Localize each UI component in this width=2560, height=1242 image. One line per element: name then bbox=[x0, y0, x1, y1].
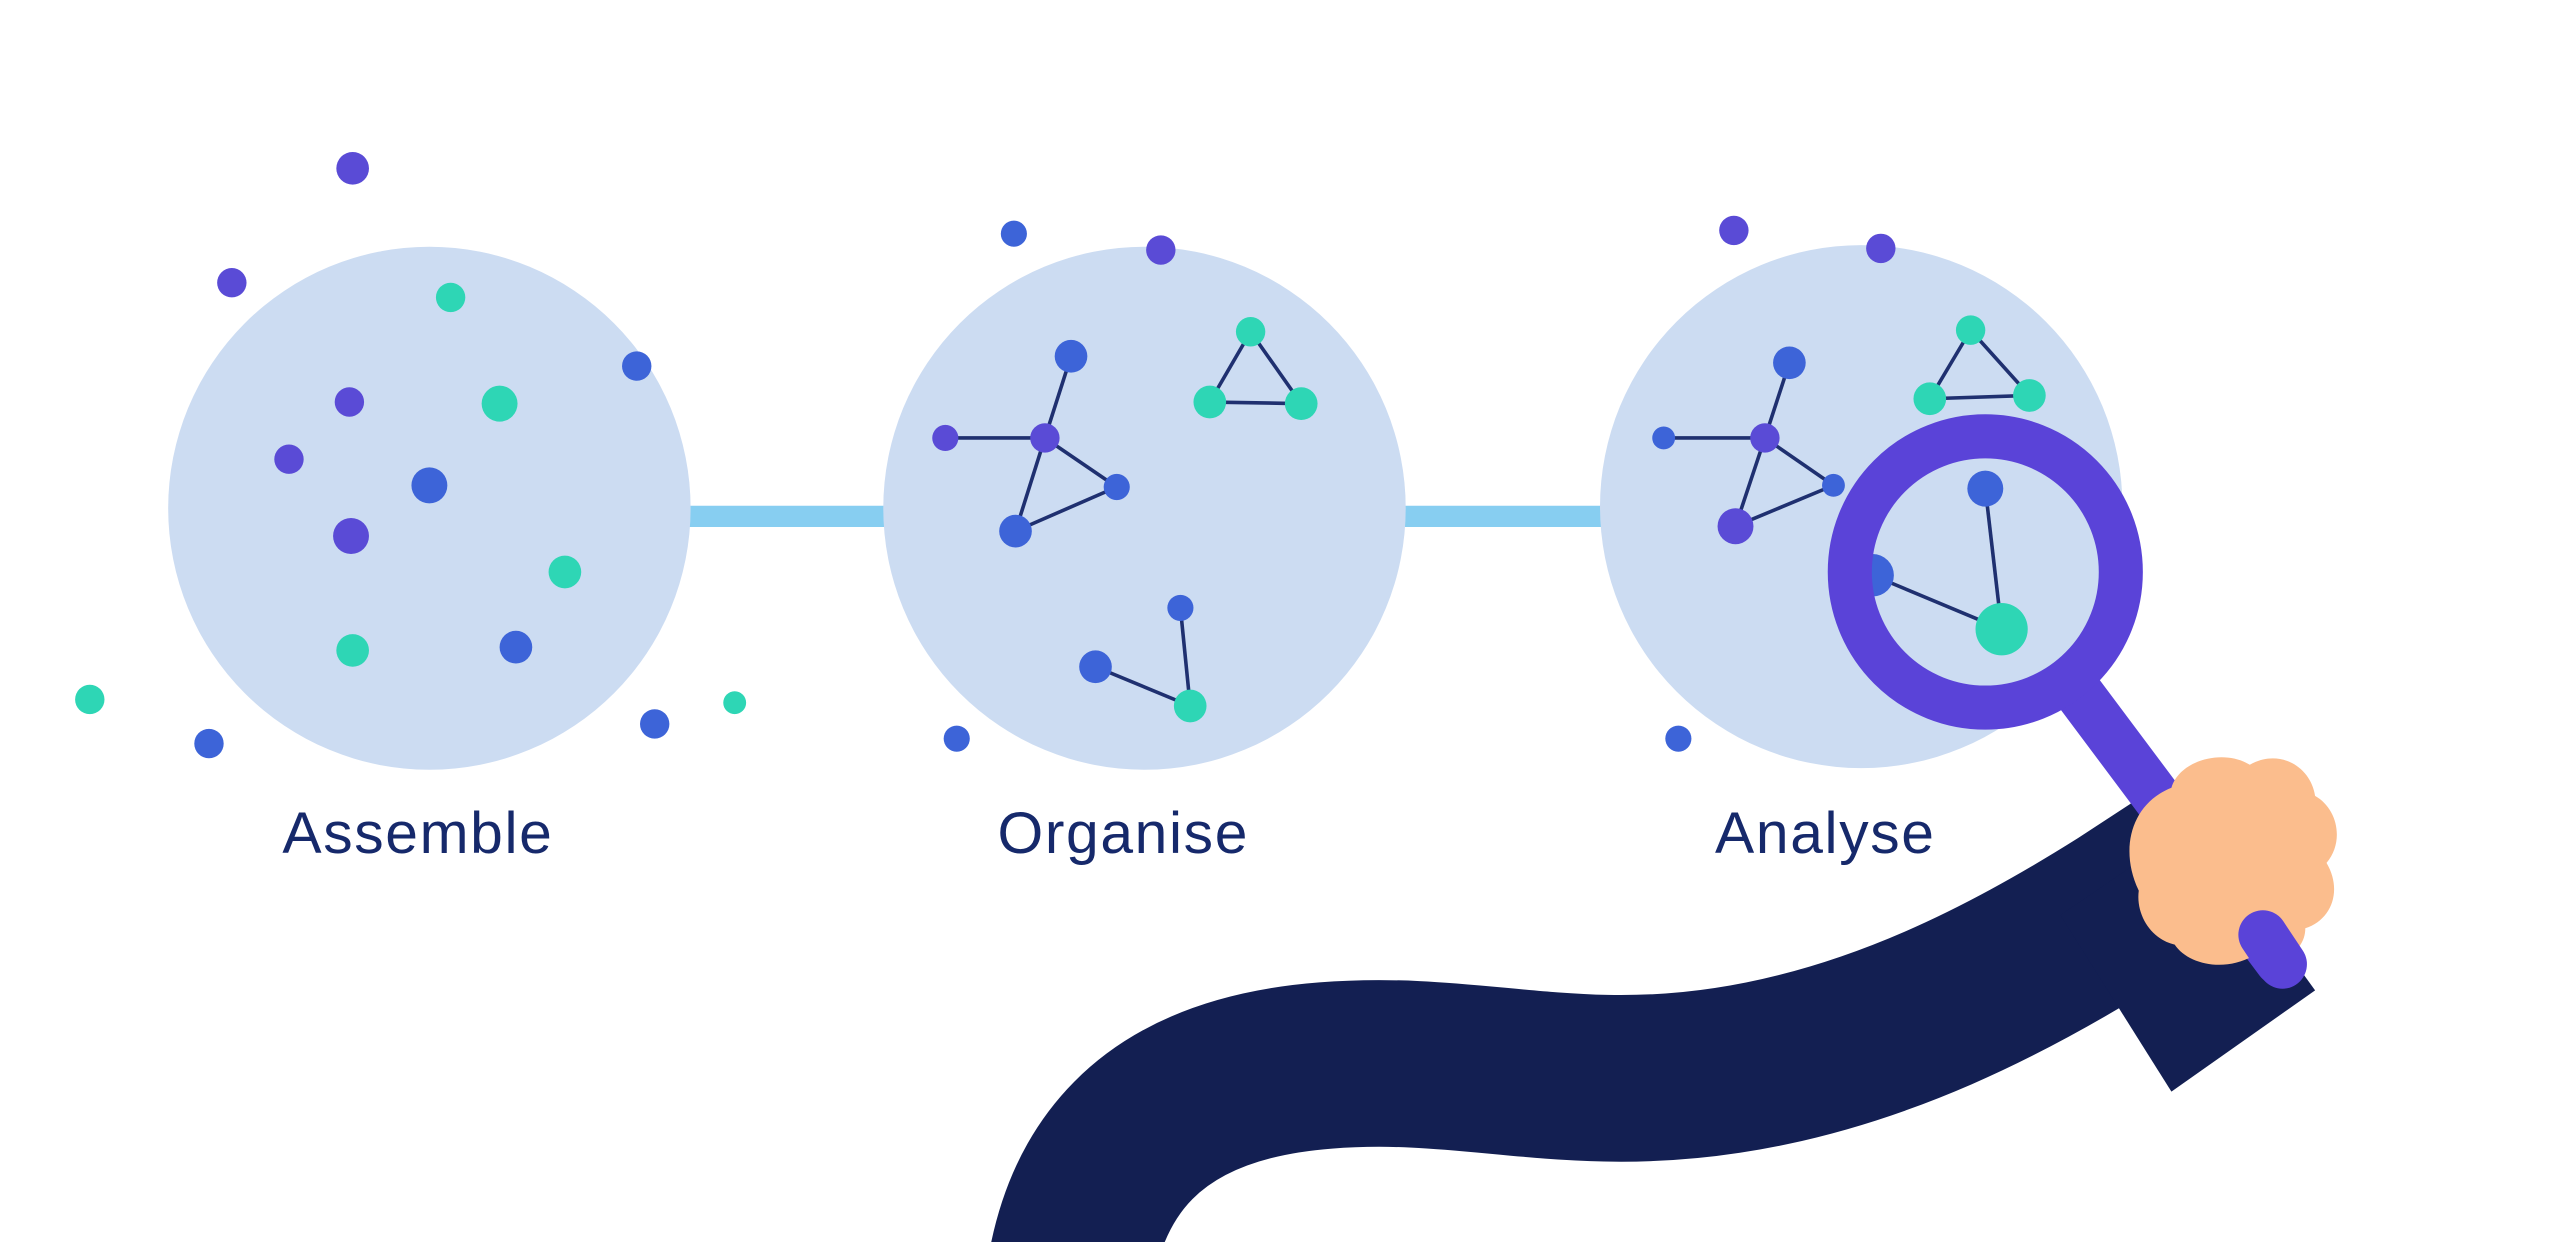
arm bbox=[991, 783, 2316, 1242]
dot bbox=[1719, 215, 1749, 246]
network-node bbox=[1652, 426, 1676, 450]
dot bbox=[1866, 233, 1896, 264]
network-edge bbox=[1929, 393, 2030, 401]
dot bbox=[622, 351, 652, 381]
network-node bbox=[1284, 387, 1318, 420]
network-node bbox=[1054, 339, 1088, 373]
magnifier-handle-tip bbox=[2238, 910, 2307, 989]
sleeve-cuff bbox=[2060, 823, 2316, 1092]
network-edge bbox=[1178, 607, 1192, 707]
dot bbox=[1000, 220, 1027, 247]
network-node bbox=[1030, 423, 1060, 453]
dot bbox=[640, 709, 670, 739]
network-node bbox=[999, 514, 1032, 548]
network-node bbox=[1773, 346, 1806, 380]
dot bbox=[194, 728, 224, 759]
network-node bbox=[1717, 508, 1754, 545]
stage-label-analyse: Analyse bbox=[1715, 801, 1936, 866]
dot bbox=[333, 518, 369, 554]
dot bbox=[548, 555, 582, 589]
network-edge bbox=[1014, 485, 1118, 533]
network-node bbox=[1967, 470, 2004, 507]
network-node bbox=[1975, 603, 2028, 656]
network-node bbox=[1822, 473, 1845, 497]
network-node bbox=[1955, 315, 1986, 345]
network-node bbox=[1173, 689, 1207, 723]
dot bbox=[336, 151, 369, 185]
network-node bbox=[1079, 650, 1112, 684]
hand bbox=[2129, 757, 2337, 965]
network-node bbox=[1193, 385, 1227, 419]
network-node bbox=[1235, 317, 1266, 347]
dot bbox=[336, 634, 369, 667]
network-node bbox=[2013, 379, 2046, 412]
network-node bbox=[932, 424, 959, 452]
dot bbox=[499, 630, 533, 664]
dot bbox=[334, 387, 365, 417]
stage-organise: Organise bbox=[883, 220, 1406, 866]
dot bbox=[1665, 725, 1692, 752]
dot bbox=[943, 725, 970, 752]
network-node bbox=[1750, 423, 1780, 453]
dot bbox=[274, 444, 304, 474]
dot bbox=[411, 467, 448, 504]
stage-label-assemble: Assemble bbox=[282, 801, 553, 866]
network-node bbox=[1103, 473, 1130, 501]
stage-assemble: Assemble bbox=[75, 151, 747, 866]
stage-label-organise: Organise bbox=[997, 801, 1249, 866]
dot bbox=[723, 691, 747, 715]
stage-circle bbox=[168, 246, 691, 770]
dot bbox=[481, 385, 518, 422]
magnifying-glass-icon bbox=[1827, 414, 2143, 730]
dot bbox=[435, 282, 466, 313]
stage-circle bbox=[883, 246, 1406, 770]
dot bbox=[217, 268, 247, 298]
sleeve-arm bbox=[991, 783, 2253, 1242]
dot bbox=[75, 684, 105, 715]
dot bbox=[1146, 235, 1176, 265]
network-node bbox=[1167, 594, 1194, 621]
network-node bbox=[1913, 382, 1947, 416]
network-edge bbox=[1094, 665, 1191, 708]
